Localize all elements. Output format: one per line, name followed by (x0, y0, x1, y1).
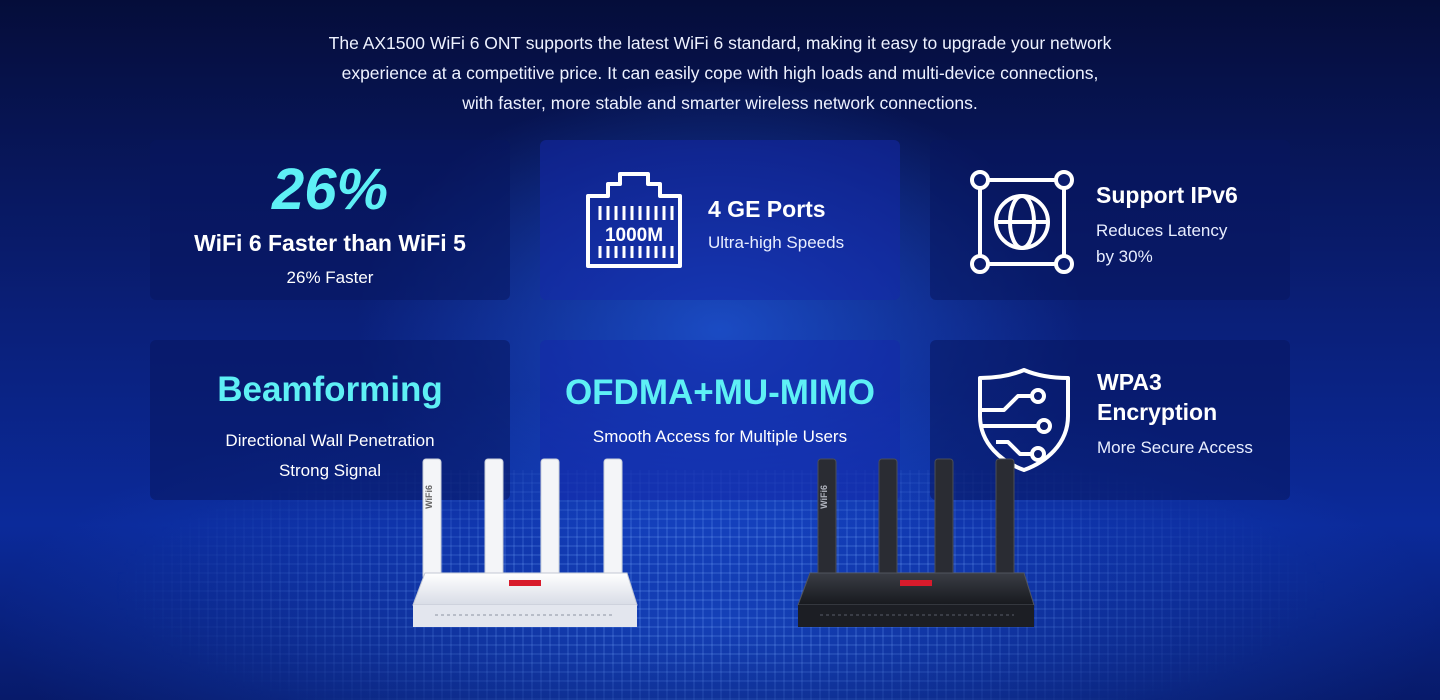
feature-card-ipv6: Support IPv6 Reduces Latency by 30% (930, 140, 1290, 300)
feature-card-ports: 1000M 4 GE Ports Ultra-high Speeds (540, 140, 900, 300)
ports-subtitle: Ultra-high Speeds (708, 233, 845, 252)
black-router-image: WiFi6 (797, 458, 1035, 627)
ipv6-subtitle-line-2: by 30% (1096, 247, 1153, 266)
beamforming-line-2: Strong Signal (278, 461, 382, 480)
speed-subtitle: 26% Faster (286, 268, 374, 287)
beamforming-title: Beamforming (217, 370, 443, 409)
ipv6-title: Support IPv6 (1096, 182, 1238, 208)
speed-percentage: 26% (271, 157, 389, 222)
ports-title: 4 GE Ports (708, 196, 826, 222)
white-router-image: WiFi6 (412, 458, 638, 627)
white-router-wifi-label: WiFi6 (424, 485, 434, 509)
ofdma-title: OFDMA+MU-MIMO (564, 373, 876, 412)
globe-network-icon (970, 170, 1074, 274)
wpa3-title-line-1: WPA3 (1097, 369, 1162, 395)
beamforming-description: Directional Wall Penetration Strong Sign… (150, 426, 510, 486)
port-speed-label: 1000M (605, 225, 663, 246)
shield-circuit-icon (978, 368, 1070, 472)
feature-card-beamforming: Beamforming Directional Wall Penetration… (150, 340, 510, 500)
intro-line-1: The AX1500 WiFi 6 ONT supports the lates… (328, 33, 1112, 53)
wpa3-title-line-2: Encryption (1097, 399, 1218, 425)
ofdma-subtitle: Smooth Access for Multiple Users (592, 427, 848, 446)
intro-paragraph: The AX1500 WiFi 6 ONT supports the lates… (240, 28, 1200, 118)
wpa3-title: WPA3 Encryption (1097, 367, 1257, 427)
feature-card-speed: 26% WiFi 6 Faster than WiFi 5 26% Faster (150, 140, 510, 300)
intro-line-2: experience at a competitive price. It ca… (341, 63, 1099, 83)
ipv6-subtitle-line-1: Reduces Latency (1096, 221, 1228, 240)
speed-title: WiFi 6 Faster than WiFi 5 (194, 230, 466, 256)
ethernet-port-icon: 1000M (586, 172, 682, 268)
feature-card-ofdma: OFDMA+MU-MIMO Smooth Access for Multiple… (540, 340, 900, 500)
wpa3-subtitle: More Secure Access (1097, 438, 1253, 457)
intro-line-3: with faster, more stable and smarter wir… (462, 93, 978, 113)
black-router-wifi-label: WiFi6 (819, 485, 829, 509)
beamforming-line-1: Directional Wall Penetration (225, 431, 435, 450)
ipv6-subtitle: Reduces Latency by 30% (1096, 218, 1276, 270)
grid-floor-background (0, 470, 1440, 700)
feature-card-wpa3: WPA3 Encryption More Secure Access (930, 340, 1290, 500)
